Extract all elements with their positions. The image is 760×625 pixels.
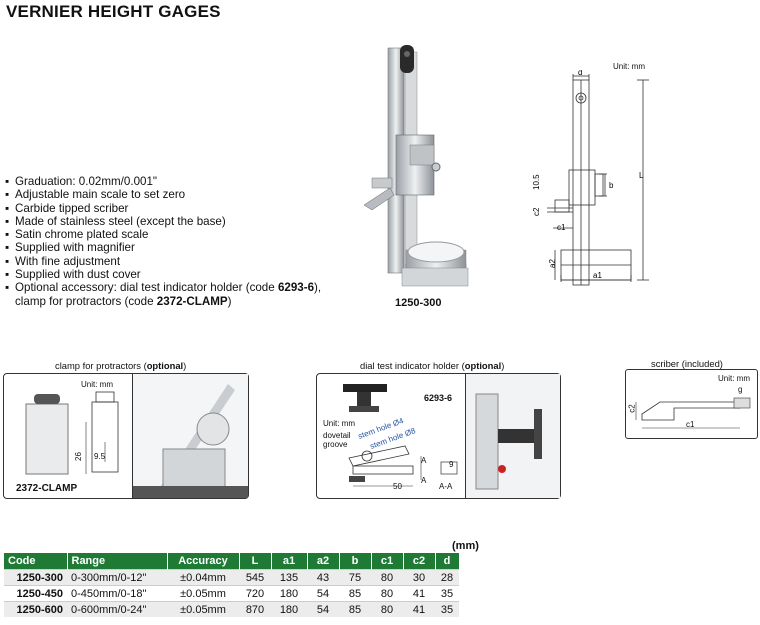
clamp-caption: clamp for protractors (optional) [55, 360, 187, 371]
cell-c1: 80 [371, 601, 403, 617]
feature-item: ▪Made of stainless steel (except the bas… [5, 214, 226, 228]
holder-dim-a-bottom: A [421, 476, 427, 485]
cell-d: 35 [435, 585, 459, 602]
cell-code: 1250-450 [4, 585, 67, 602]
cell-c2: 30 [403, 569, 435, 586]
cell-a2: 43 [307, 569, 339, 586]
col-header: c1 [371, 553, 404, 570]
col-header: a1 [271, 553, 308, 570]
col-header: Code [4, 553, 68, 570]
cell-range: 0-600mm/0-24" [67, 601, 167, 617]
clamp-code-label: 2372-CLAMP [16, 483, 78, 494]
feature-item: ▪With fine adjustment [5, 254, 121, 268]
cell-c2: 41 [403, 601, 435, 617]
height-gage-photo [363, 45, 469, 287]
cell-L: 870 [239, 601, 271, 617]
cell-L: 545 [239, 569, 271, 586]
clamp-photo [133, 374, 248, 498]
holder-dim-9: 9 [449, 460, 454, 469]
page-title: VERNIER HEIGHT GAGES [6, 2, 221, 21]
dim-a1: a1 [593, 271, 602, 280]
dim-L: L [639, 171, 644, 180]
cell-code: 1250-600 [4, 601, 67, 617]
holder-section-label: A-A [439, 482, 453, 491]
dim-a2: a2 [548, 259, 557, 268]
col-header: d [435, 553, 460, 570]
feature-item: ▪Graduation: 0.02mm/0.001" [5, 175, 158, 188]
table-row: 1250-300 0-300mm/0-12" ±0.04mm 545 135 4… [4, 569, 459, 586]
scriber-unit-label: Unit: mm [718, 374, 750, 383]
cell-b: 85 [339, 585, 371, 602]
cell-accuracy: ±0.05mm [167, 585, 239, 602]
cell-accuracy: ±0.05mm [167, 601, 239, 617]
col-header: b [339, 553, 372, 570]
holder-mounted-photo [466, 374, 560, 498]
clamp-panel: Unit: mm 26 9.5 2372-CLAMP [3, 373, 249, 499]
cell-a1: 180 [271, 585, 307, 602]
drawing-unit-label: Unit: mm [613, 62, 645, 71]
cell-a2: 54 [307, 585, 339, 602]
holder-dim-a-top: A [421, 456, 427, 465]
cell-range: 0-300mm/0-12" [67, 569, 167, 586]
spec-table: Code Range Accuracy L a1 a2 b c1 c2 d 12… [4, 553, 460, 617]
scriber-dim-c1: c1 [686, 420, 695, 429]
cell-a1: 180 [271, 601, 307, 617]
cell-a1: 135 [271, 569, 307, 586]
cell-accuracy: ±0.04mm [167, 569, 239, 586]
clamp-drawing [25, 391, 119, 475]
cell-d: 28 [435, 569, 459, 586]
col-header: c2 [403, 553, 436, 570]
dim-d: d [578, 70, 582, 77]
dim-10-5: 10.5 [532, 174, 541, 190]
cell-range: 0-450mm/0-18" [67, 585, 167, 602]
holder-photo [343, 384, 387, 412]
technical-drawing: d L b 10.5 c2 c1 a2 a1 [532, 70, 649, 286]
feature-item: ▪Satin chrome plated scale [5, 228, 149, 242]
holder-dim-50: 50 [393, 482, 402, 491]
cell-b: 85 [339, 601, 371, 617]
scriber-caption: scriber (included) [651, 358, 723, 369]
col-header: Accuracy [167, 553, 240, 570]
dim-b: b [609, 181, 614, 190]
feature-item: ▪Adjustable main scale to set zero [5, 188, 186, 202]
scriber-drawing [635, 397, 751, 429]
cell-c2: 41 [403, 585, 435, 602]
holder-caption: dial test indicator holder (optional) [360, 360, 505, 371]
table-header-row: Code Range Accuracy L a1 a2 b c1 c2 d [4, 553, 460, 570]
holder-panel: 6293-6 Unit: mm dovetail groove stem hol… [316, 373, 561, 499]
holder-unit-label: Unit: mm [323, 419, 355, 428]
feature-item: ▪Supplied with dust cover [5, 268, 141, 282]
dim-c1: c1 [557, 223, 566, 232]
accessory-item: ▪Optional accessory: dial test indicator… [5, 281, 322, 295]
clamp-dim-26: 26 [73, 452, 83, 461]
product-code-label: 1250-300 [395, 297, 442, 309]
cell-a2: 54 [307, 601, 339, 617]
table-row: 1250-600 0-600mm/0-24" ±0.05mm 870 180 5… [4, 601, 459, 617]
feature-list: ▪Graduation: 0.02mm/0.001" ▪Adjustable m… [4, 175, 321, 308]
col-header: L [239, 553, 272, 570]
col-header: a2 [307, 553, 340, 570]
cell-d: 35 [435, 601, 459, 617]
accessory-item-cont: clamp for protractors (code 2372-CLAMP) [15, 294, 232, 308]
cell-c1: 80 [371, 569, 403, 586]
scriber-dim-g: g [738, 385, 743, 394]
cell-L: 720 [239, 585, 271, 602]
feature-item: ▪Carbide tipped scriber [5, 201, 129, 215]
dovetail-label-2: groove [323, 440, 348, 449]
scriber-panel: Unit: mm c2 c1 g [625, 369, 758, 439]
clamp-dim-9-5: 9.5 [94, 452, 106, 461]
dim-c2: c2 [532, 207, 541, 216]
feature-item: ▪Supplied with magnifier [5, 241, 135, 255]
holder-drawing [348, 445, 458, 487]
cell-code: 1250-300 [4, 569, 67, 586]
cell-c1: 80 [371, 585, 403, 602]
cell-b: 75 [339, 569, 371, 586]
table-row: 1250-450 0-450mm/0-18" ±0.05mm 720 180 5… [4, 585, 459, 602]
col-header: Range [67, 553, 168, 570]
holder-code-label: 6293-6 [424, 393, 453, 403]
dovetail-label: dovetail [323, 431, 351, 440]
clamp-unit-label: Unit: mm [81, 380, 113, 389]
table-unit-label: (mm) [452, 540, 479, 552]
scriber-dim-c2: c2 [627, 404, 637, 413]
